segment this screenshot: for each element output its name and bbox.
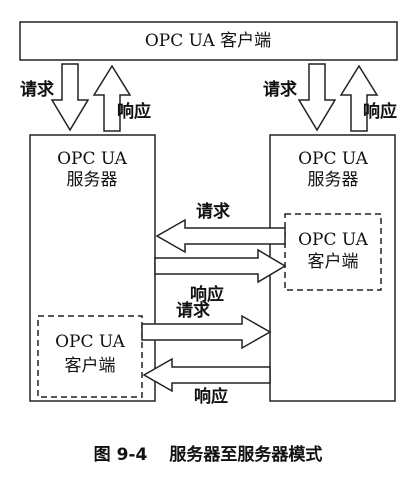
upper-request-label: 请求: [196, 202, 230, 222]
left-server-label-line2: 服务器: [66, 170, 118, 190]
upper-response-right-arrow: [154, 248, 287, 284]
left-request-label: 请求: [20, 80, 54, 100]
lower-request-right-arrow: [141, 314, 272, 350]
lower-response-left-arrow: [142, 357, 271, 393]
right-response-up-arrow: [339, 64, 379, 132]
figure-title: 服务器至服务器模式: [169, 445, 323, 465]
upper-response-label: 响应: [190, 285, 224, 305]
right-server-label-line1: OPC UA: [298, 149, 368, 169]
right-inner-client-label-line1: OPC UA: [298, 230, 368, 250]
figure-caption: 图 9-4 服务器至服务器模式: [94, 440, 323, 465]
top-client-box: [19, 21, 398, 61]
left-inner-client-label-line2: 客户端: [64, 356, 116, 376]
right-inner-client-box: [284, 213, 382, 291]
left-server-label-line1: OPC UA: [57, 149, 127, 169]
right-request-label: 请求: [263, 80, 297, 100]
upper-request-left-arrow: [155, 218, 286, 254]
left-inner-client-box: [37, 315, 143, 398]
left-inner-client-label-line1: OPC UA: [55, 332, 125, 352]
right-request-down-arrow: [297, 63, 337, 132]
figure-number: 图 9-4: [93, 445, 148, 465]
lower-request-label: 请求: [176, 301, 210, 321]
left-request-down-arrow: [50, 63, 90, 132]
top-client-label: OPC UA 客户端: [144, 31, 272, 51]
right-response-label: 响应: [363, 102, 397, 122]
lower-response-label: 响应: [194, 387, 228, 407]
right-inner-client-label-line2: 客户端: [307, 252, 359, 272]
left-response-label: 响应: [117, 102, 151, 122]
left-response-up-arrow: [92, 64, 132, 132]
right-server-label-line2: 服务器: [307, 170, 359, 190]
